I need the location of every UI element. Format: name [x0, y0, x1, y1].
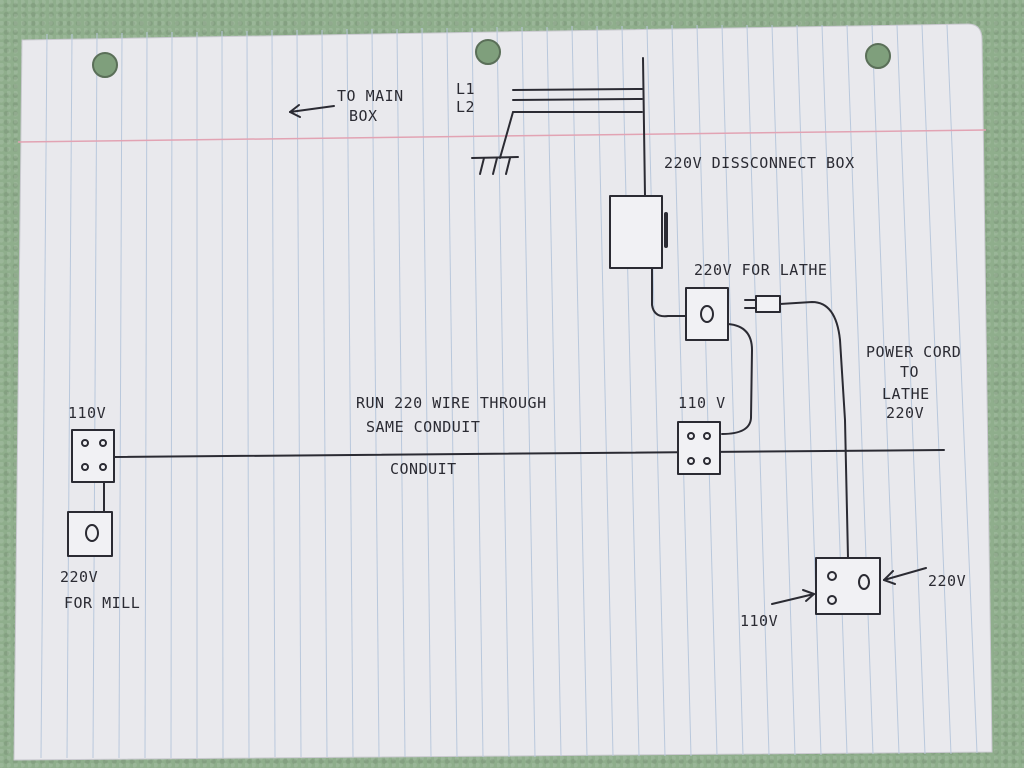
disconnect-box	[609, 195, 668, 269]
center-duplex-label: 110 V	[678, 394, 726, 412]
conduit-label: CONDUIT	[390, 460, 457, 478]
feed-lines	[289, 57, 646, 197]
l2-label: L2	[456, 98, 475, 116]
conduit-line	[113, 449, 945, 458]
left-duplex-label: 110V	[68, 404, 106, 422]
left-duplex-110v-outlet	[71, 429, 115, 483]
disconnect-box-label: 220V DISSCONNECT BOX	[664, 154, 855, 172]
mill-outlet-label-line1: 220V	[60, 568, 98, 586]
center-duplex-110v-outlet	[677, 421, 721, 475]
lathe-power-cord	[779, 301, 849, 559]
run-wire-label-line2: SAME CONDUIT	[366, 418, 480, 436]
run-wire-label-line1: RUN 220 WIRE THROUGH	[356, 394, 547, 412]
combo-110v-arrow	[771, 589, 815, 605]
combo-110v-label: 110V	[740, 612, 778, 630]
power-cord-label-line4: 220V	[886, 404, 924, 422]
lathe-220v-outlet	[685, 287, 729, 341]
power-cord-label-line1: POWER CORD	[866, 343, 961, 361]
disconnect-to-lathe-wire	[651, 267, 687, 318]
ruled-lines	[40, 24, 978, 759]
lathe-outlet-label: 220V FOR LATHE	[694, 261, 827, 279]
mill-outlet-label-line2: FOR MILL	[64, 594, 140, 612]
power-cord-label-line2: TO	[900, 363, 919, 381]
to-main-label-line1: TO MAIN	[337, 87, 404, 105]
l1-label: L1	[456, 80, 475, 98]
power-cord-label-line3: LATHE	[882, 385, 930, 403]
mill-220v-outlet	[67, 511, 113, 557]
punch-hole-center	[475, 39, 501, 65]
combo-220v-label: 220V	[928, 572, 966, 590]
combo-outlet	[815, 557, 881, 615]
combo-220v-arrow	[883, 567, 927, 585]
punch-hole-right	[865, 43, 891, 69]
to-main-label-line2: BOX	[349, 107, 378, 125]
punch-hole-left	[92, 52, 118, 78]
margin-line	[17, 129, 987, 143]
lathe-to-duplex-wire	[721, 323, 753, 435]
